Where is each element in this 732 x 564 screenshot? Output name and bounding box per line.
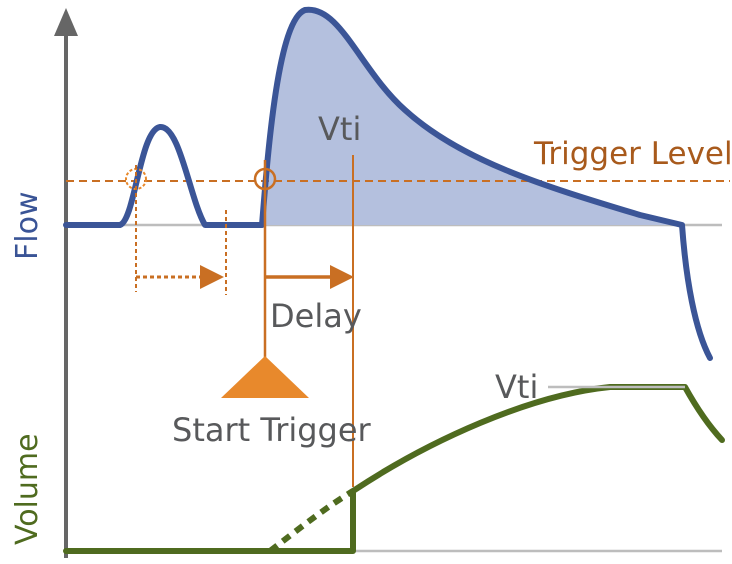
delay-arrow-icon <box>330 265 354 289</box>
delay-label: Delay <box>270 297 362 335</box>
volume-curve <box>63 384 725 554</box>
vti-flow-label: Vti <box>318 110 361 148</box>
flow-axis-label: Flow <box>10 192 45 260</box>
vti-volume-label: Vti <box>495 368 538 406</box>
start-trigger-label: Start Trigger <box>172 411 372 449</box>
start-trigger-triangle-icon <box>221 356 309 398</box>
trigger-level-label: Trigger Level <box>533 136 732 172</box>
volume-axis-label: Volume <box>10 433 45 545</box>
first-delay-arrow-icon <box>200 265 224 289</box>
volume-dotted-segment <box>268 488 355 554</box>
flow-curve <box>63 6 713 361</box>
flow-shaded-area <box>265 9 682 226</box>
vertical-axis-arrow-icon <box>54 8 78 36</box>
